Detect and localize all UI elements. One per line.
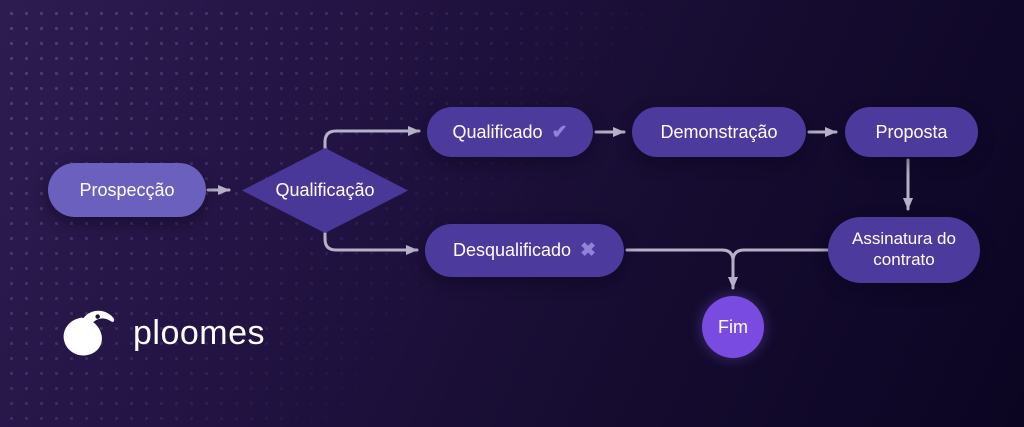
cross-icon: ✖ — [580, 240, 596, 261]
node-proposta-label: Proposta — [875, 121, 948, 142]
node-qualificado: Qualificado ✔ — [427, 107, 593, 157]
node-proposta: Proposta — [845, 107, 978, 157]
bird-eye-dot — [95, 314, 100, 319]
node-demonstracao-label: Demonstração — [660, 121, 778, 142]
node-demonstracao: Demonstração — [632, 107, 806, 157]
node-assinatura: Assinatura do contrato — [828, 217, 980, 283]
ploomes-logo-text: ploomes — [133, 313, 266, 352]
node-prospeccao: Prospecção — [48, 163, 206, 217]
edge-assinatura-junction — [731, 248, 830, 263]
edge-qualificacao-qualificado — [323, 126, 421, 154]
node-fim-label: Fim — [718, 316, 748, 337]
check-icon: ✔ — [551, 121, 568, 143]
node-desqualificado: Desqualificado ✖ — [425, 224, 624, 277]
node-qualificado-label: Qualificado — [452, 121, 543, 142]
edge-desqualificado-junction — [625, 248, 735, 263]
node-qualificacao-label: Qualificação — [275, 180, 375, 200]
node-fim: Fim — [702, 296, 764, 358]
ploomes-bird-icon — [63, 310, 115, 356]
node-assinatura-label: Assinatura do contrato — [852, 229, 956, 269]
ploomes-logo: ploomes — [58, 306, 265, 360]
node-desqualificado-label: Desqualificado — [453, 240, 572, 260]
node-prospeccao-label: Prospecção — [79, 179, 175, 200]
edge-qualificacao-desqualificado — [323, 227, 419, 255]
